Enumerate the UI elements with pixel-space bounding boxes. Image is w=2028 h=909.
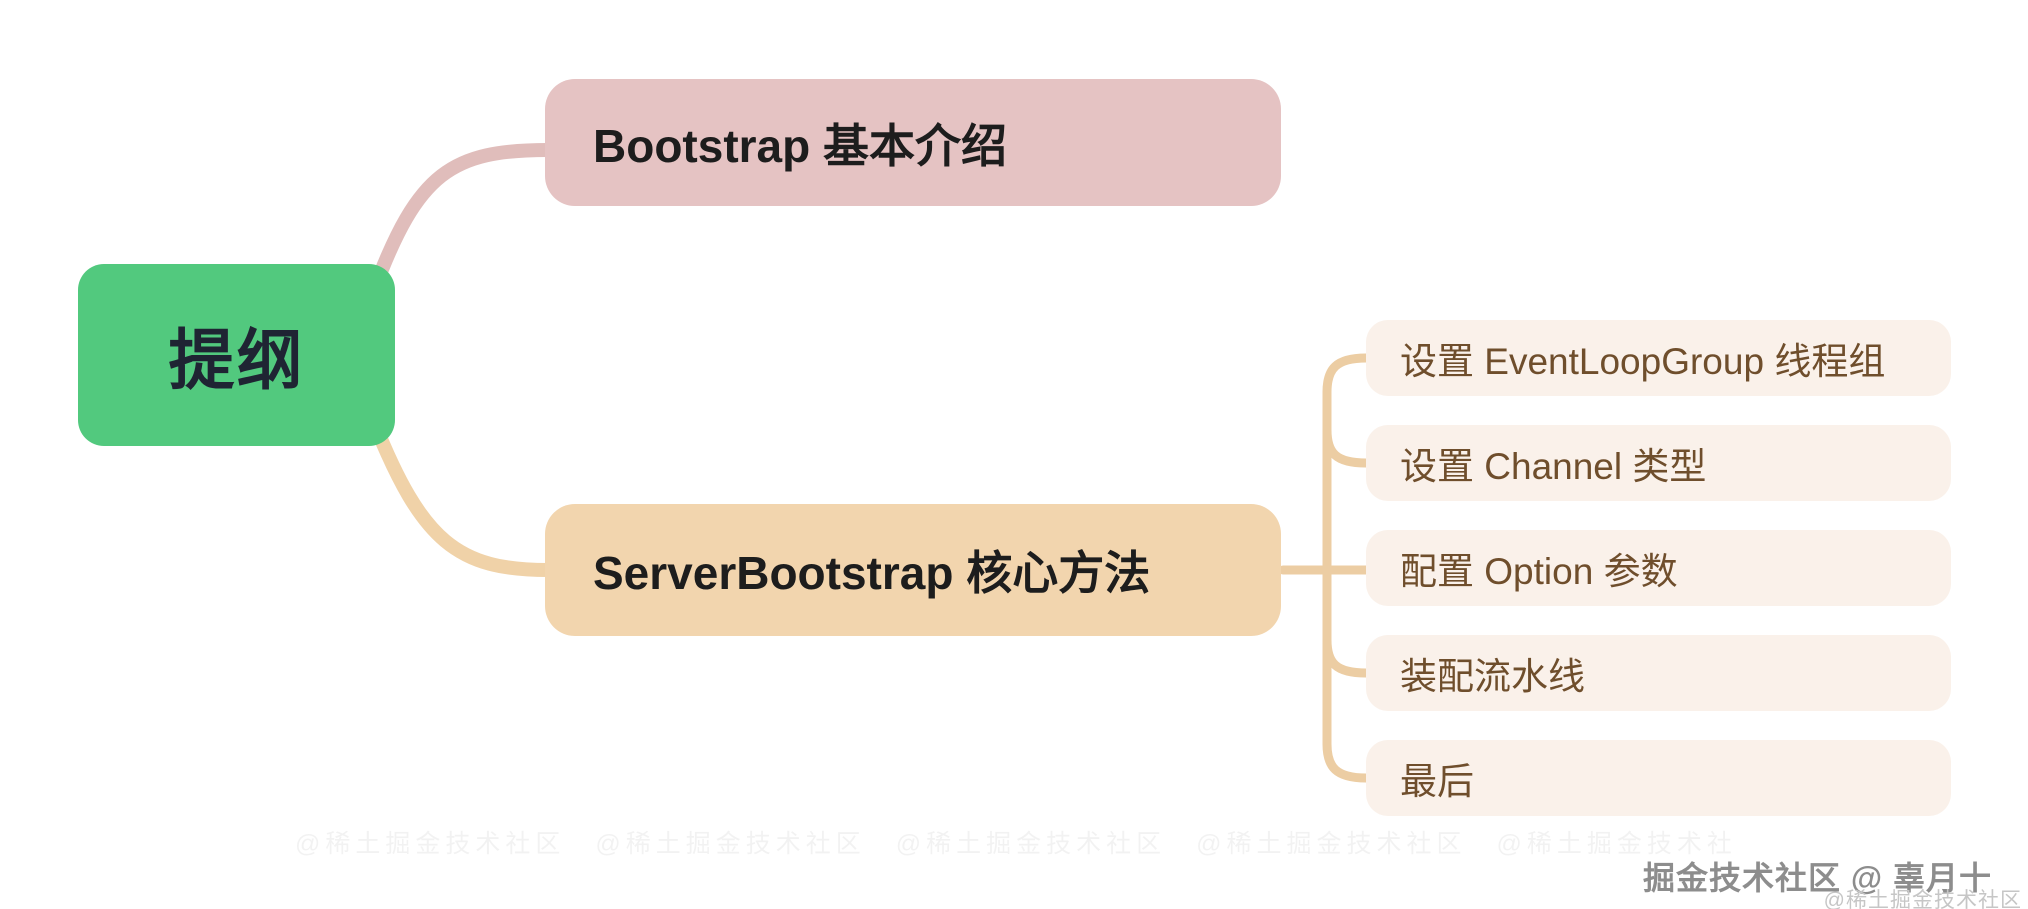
branch-bootstrap-intro[interactable]: Bootstrap 基本介绍	[545, 79, 1281, 206]
edge-root-to-branch2	[367, 415, 555, 577]
child-node-2[interactable]: 设置 Channel 类型	[1366, 425, 1951, 501]
watermark-community: @稀土掘金技术社区	[1823, 889, 2022, 909]
child-node-4[interactable]: 装配流水线	[1366, 635, 1951, 711]
edge-children-trunk	[1322, 353, 1371, 783]
child-node-3[interactable]: 配置 Option 参数	[1366, 530, 1951, 606]
edge-trunk-to-child4	[1322, 635, 1371, 678]
root-node[interactable]: 提纲	[78, 264, 395, 446]
branch-serverbootstrap-methods[interactable]: ServerBootstrap 核心方法	[545, 504, 1281, 636]
edge-root-to-branch1	[367, 143, 555, 297]
tiled-watermark: @稀土掘金技术社区 @稀土掘金技术社区 @稀土掘金技术社区 @稀土掘金技术社区 …	[295, 830, 1735, 858]
child-node-1[interactable]: 设置 EventLoopGroup 线程组	[1366, 320, 1951, 396]
watermark-author: 掘金技术社区 @ 辜月十	[1643, 860, 1992, 896]
edge-trunk-to-child2	[1322, 425, 1371, 468]
child-node-5[interactable]: 最后	[1366, 740, 1951, 816]
